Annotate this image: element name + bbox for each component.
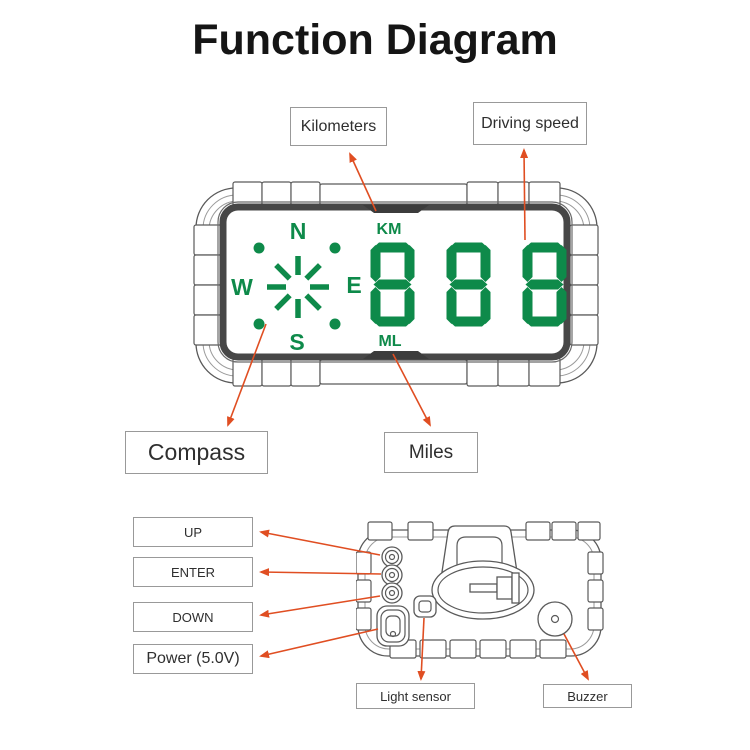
compass-star (267, 256, 329, 318)
bumper-ribs-right (569, 224, 599, 346)
compass-e: E (346, 272, 361, 298)
bumper-ribs-left (193, 224, 223, 346)
label-buzzer: Buzzer (543, 684, 632, 708)
back-ribs-top (367, 521, 601, 541)
back-ribs-right (587, 551, 604, 631)
buzzer (537, 601, 573, 637)
label-power: Power (5.0V) (133, 644, 253, 674)
km-unit-indicator: KM (377, 221, 402, 238)
device-front-view: N S W E KM ML (193, 181, 599, 387)
label-miles: Miles (384, 432, 478, 473)
enter-button (381, 564, 403, 586)
label-up: UP (133, 517, 253, 547)
compass-n: N (290, 218, 307, 244)
page-title: Function Diagram (192, 16, 558, 64)
bezel-clip-top (363, 205, 429, 213)
down-button (381, 582, 403, 604)
speed-digits (370, 242, 567, 327)
label-kilometers: Kilometers (290, 107, 387, 146)
bezel-clip-bottom (363, 351, 429, 359)
label-driving-speed: Driving speed (473, 102, 587, 145)
up-button (381, 546, 403, 568)
label-down: DOWN (133, 602, 253, 632)
compass-s: S (289, 329, 304, 355)
ml-unit-indicator: ML (378, 333, 401, 350)
device-back-view (356, 521, 604, 659)
power-port (376, 605, 410, 647)
light-sensor (413, 595, 437, 618)
label-light-sensor: Light sensor (356, 683, 475, 709)
mount-bracket (441, 525, 518, 573)
label-compass: Compass (125, 431, 268, 474)
dc-plug-recess (431, 560, 535, 620)
label-enter: ENTER (133, 557, 253, 587)
compass-w: W (231, 274, 253, 300)
back-ribs-left (356, 551, 372, 631)
